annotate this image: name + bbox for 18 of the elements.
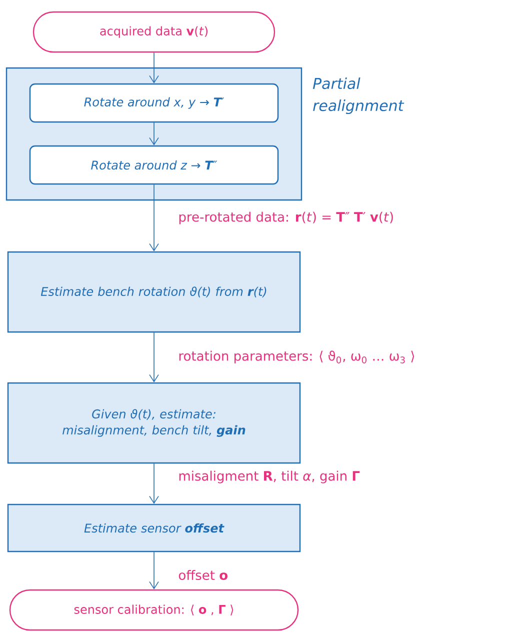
arrow	[149, 52, 159, 84]
edge-label: misaligment R, tilt α, gain Γ	[177, 470, 361, 484]
process-box: Estimate sensor offset	[7, 504, 301, 552]
arrow	[149, 463, 159, 504]
node-label: Partial realignment	[312, 78, 404, 114]
process-box: Given ϑ(t), estimate: misalignment, bench tilt, gain	[7, 382, 301, 464]
arrow	[149, 184, 159, 252]
terminal-box: sensor calibration: ⟨ o , Γ ⟩	[9, 589, 299, 631]
edge-label: pre-rotated data: r(t) = T″ T′ v(t)	[177, 210, 396, 226]
process-box: Estimate bench rotation ϑ(t) from r(t)	[7, 251, 301, 333]
arrow	[149, 122, 159, 146]
arrow	[149, 332, 159, 382]
arrow	[149, 552, 159, 590]
edge-label: offset o	[177, 568, 230, 582]
process-box: Rotate around x, y → T′	[29, 83, 279, 123]
terminal-box: acquired data v(t)	[32, 11, 276, 53]
process-box: Rotate around z → T″	[29, 145, 279, 185]
edge-label: rotation parameters: ⟨ ϑ$_{0}$, ω$_{0}$ … ω$_{3}$ ⟩	[177, 350, 416, 364]
